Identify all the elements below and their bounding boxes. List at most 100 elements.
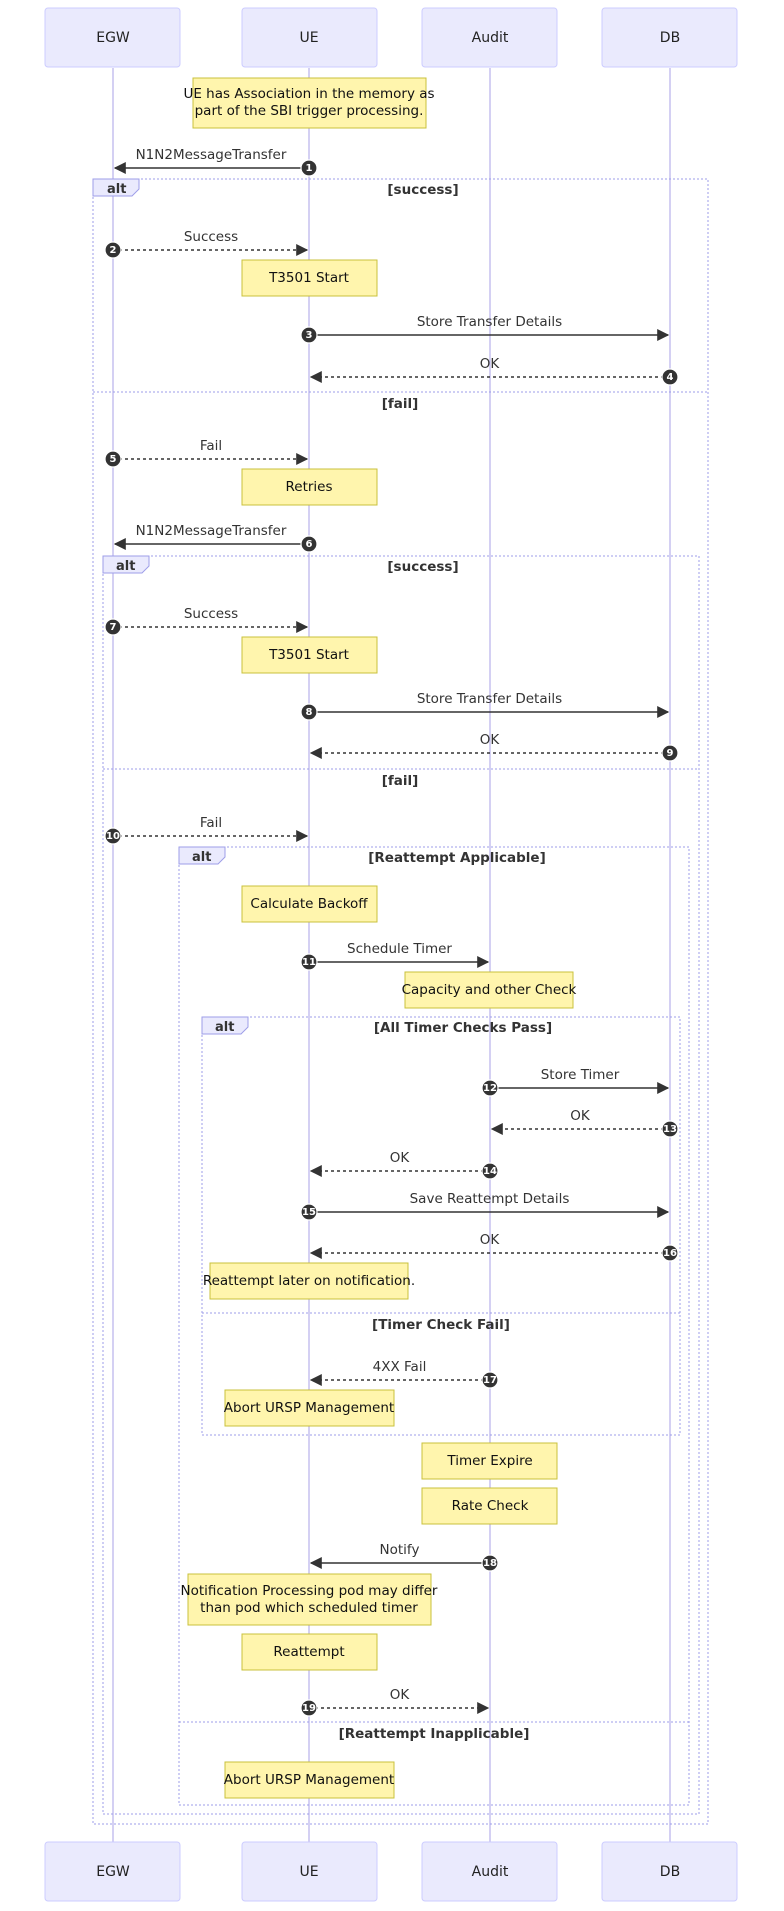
actor-label: Audit [472, 30, 509, 46]
sequence-number: 15 [302, 1207, 316, 1218]
sequence-number-badge [104, 241, 122, 259]
frame-condition: [success] [387, 559, 458, 575]
message-label: N1N2MessageTransfer [136, 523, 287, 539]
note-capacity-check: Capacity and other Check [402, 971, 577, 1009]
sequence-number-badge [300, 703, 318, 721]
actor-audit-bottom: Audit [421, 1841, 558, 1902]
note-text: Capacity and other Check [402, 982, 577, 998]
alt-frame-outer: alt [success] [fail] [92, 178, 709, 1825]
note-retries: Retries [241, 468, 378, 506]
sequence-number: 19 [302, 1703, 316, 1714]
message-label: 4XX Fail [373, 1359, 427, 1375]
message-label: OK [390, 1687, 411, 1703]
actor-audit-top: Audit [421, 7, 558, 68]
actor-egw-bottom: EGW [44, 1841, 181, 1902]
note-line: part of the SBI trigger processing. [195, 103, 424, 119]
note-abort-ursp: Abort URSP Management [224, 1389, 395, 1427]
sequence-number-badge [481, 1371, 499, 1389]
actor-label: UE [299, 1864, 318, 1880]
note-reattempt: Reattempt [241, 1633, 378, 1671]
frame-condition: [success] [387, 182, 458, 198]
message-label: Success [184, 606, 238, 622]
note-text: Reattempt later on notification. [203, 1273, 415, 1289]
sequence-number: 2 [110, 245, 117, 256]
message-label: Notify [380, 1542, 420, 1558]
actor-egw-top: EGW [44, 7, 181, 68]
message-19: OK 19 [300, 1687, 490, 1717]
message-label: Fail [200, 815, 222, 831]
sequence-number: 6 [306, 539, 313, 550]
note-text: T3501 Start [268, 647, 349, 663]
sequence-number: 7 [110, 622, 117, 633]
sequence-number-badge [481, 1162, 499, 1180]
sequence-number: 3 [306, 330, 313, 341]
sequence-number-badge [300, 159, 318, 177]
message-3: Store Transfer Details 3 [300, 314, 670, 344]
actor-db-top: DB [601, 7, 738, 68]
note-text: Abort URSP Management [224, 1400, 394, 1416]
frame-condition: [Reattempt Applicable] [368, 850, 546, 866]
alt-frame-timer: alt [All Timer Checks Pass] [Timer Check… [201, 1016, 681, 1436]
actor-label: EGW [96, 1864, 130, 1880]
sequence-number-badge [661, 1120, 679, 1138]
message-9: OK9 [309, 732, 679, 762]
sequence-number-badge [104, 827, 122, 845]
sequence-number-badge [661, 368, 679, 386]
actor-label: Audit [472, 1864, 509, 1880]
sequence-number-badge [481, 1079, 499, 1097]
note-line: than pod which scheduled timer [200, 1600, 418, 1616]
frame-keyword: alt [215, 1020, 234, 1035]
actor-ue-bottom: UE [241, 1841, 378, 1902]
message-label: OK [480, 356, 501, 372]
note-timer-expire: Timer Expire [421, 1442, 558, 1480]
alt-frame-inner: alt [success] [fail] [102, 555, 700, 1815]
message-label: Success [184, 229, 238, 245]
frame-keyword: alt [192, 850, 211, 865]
sequence-number: 8 [306, 707, 313, 718]
message-label: Schedule Timer [347, 941, 452, 957]
sequence-number: 12 [483, 1083, 497, 1094]
frame-condition: [All Timer Checks Pass] [374, 1020, 552, 1036]
message-label: OK [480, 732, 501, 748]
note-calculate-backoff: Calculate Backoff [241, 885, 378, 923]
sequence-number-badge [300, 953, 318, 971]
note-text: Calculate Backoff [250, 896, 368, 912]
frame-condition: [Reattempt Inapplicable] [339, 1726, 530, 1742]
actor-label: EGW [96, 30, 130, 46]
message-7: Success 7 [104, 606, 309, 636]
note-rate-check: Rate Check [421, 1487, 558, 1525]
sequence-number: 10 [106, 831, 120, 842]
note-notification-processing: Notification Processing pod may differ t… [180, 1573, 438, 1626]
note-text: Retries [285, 479, 332, 495]
alt-frame-reattempt: alt [Reattempt Applicable] [Reattempt In… [178, 846, 690, 1806]
message-4: OK 4 [309, 356, 679, 386]
sequence-number: 4 [667, 372, 674, 383]
message-label: Store Transfer Details [417, 691, 562, 707]
sequence-number: 17 [483, 1375, 497, 1386]
sequence-number: 1 [306, 163, 313, 174]
note-t3501-start: T3501 Start [241, 636, 378, 674]
message-10: Fail 10 [104, 815, 309, 845]
note-text: Rate Check [452, 1498, 529, 1514]
message-label: Store Transfer Details [417, 314, 562, 330]
message-2: Success 2 [104, 229, 309, 259]
sequence-number: 11 [302, 957, 316, 968]
sequence-number-badge [300, 326, 318, 344]
message-6: N1N2MessageTransfer 6 [113, 523, 318, 553]
message-label: OK [480, 1232, 501, 1248]
note-text: T3501 Start [268, 270, 349, 286]
frame-condition: [fail] [382, 773, 419, 789]
frame-keyword: alt [116, 559, 135, 574]
sequence-number-badge [661, 1244, 679, 1262]
note-t3501-start: T3501 Start [241, 259, 378, 297]
sequence-number: 5 [110, 454, 117, 465]
note-reattempt-later: Reattempt later on notification. [203, 1262, 415, 1300]
sequence-number-badge [661, 744, 679, 762]
